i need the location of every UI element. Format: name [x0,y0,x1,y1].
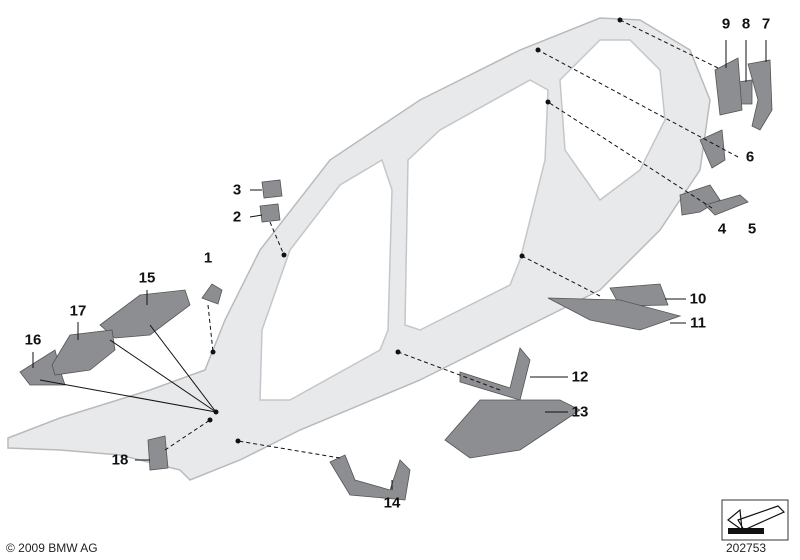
diagram-number: 202753 [726,541,767,555]
callout-17: 17 [69,302,87,320]
part-12 [459,347,531,401]
part-3 [261,179,283,199]
part-15 [99,289,191,339]
parts [19,57,773,501]
callout-10: 10 [689,290,707,308]
part-18 [147,435,169,471]
callout-3: 3 [232,181,242,199]
part-11 [547,297,682,331]
part-14 [329,454,411,501]
callout-18: 18 [111,451,129,469]
part-5 [704,194,749,216]
callout-15: 15 [138,269,156,287]
orientation-arrow-icon [721,499,789,541]
callout-11: 11 [690,314,706,332]
callout-5: 5 [747,220,757,238]
callout-7: 7 [761,15,771,33]
rear-door-opening [404,79,549,331]
part-1 [201,283,223,305]
callout-6: 6 [745,148,755,166]
rear-quarter-opening [559,39,666,202]
copyright-text: © 2009 BMW AG [6,541,98,555]
callout-13: 13 [571,403,589,421]
leader-lines [32,19,767,490]
callout-14: 14 [383,494,401,512]
part-17 [51,329,116,376]
part-13 [444,399,581,459]
callout-12: 12 [571,368,589,386]
front-door-opening [259,158,393,401]
part-16 [19,349,66,386]
callout-8: 8 [741,15,751,33]
callout-2: 2 [232,208,242,226]
part-7 [747,59,773,131]
part-9 [714,57,743,116]
attachment-dots [207,17,623,444]
callout-16: 16 [24,331,42,349]
callout-4: 4 [717,220,727,238]
part-2 [259,203,281,223]
callout-1: 1 [203,249,213,267]
callout-9: 9 [721,15,731,33]
